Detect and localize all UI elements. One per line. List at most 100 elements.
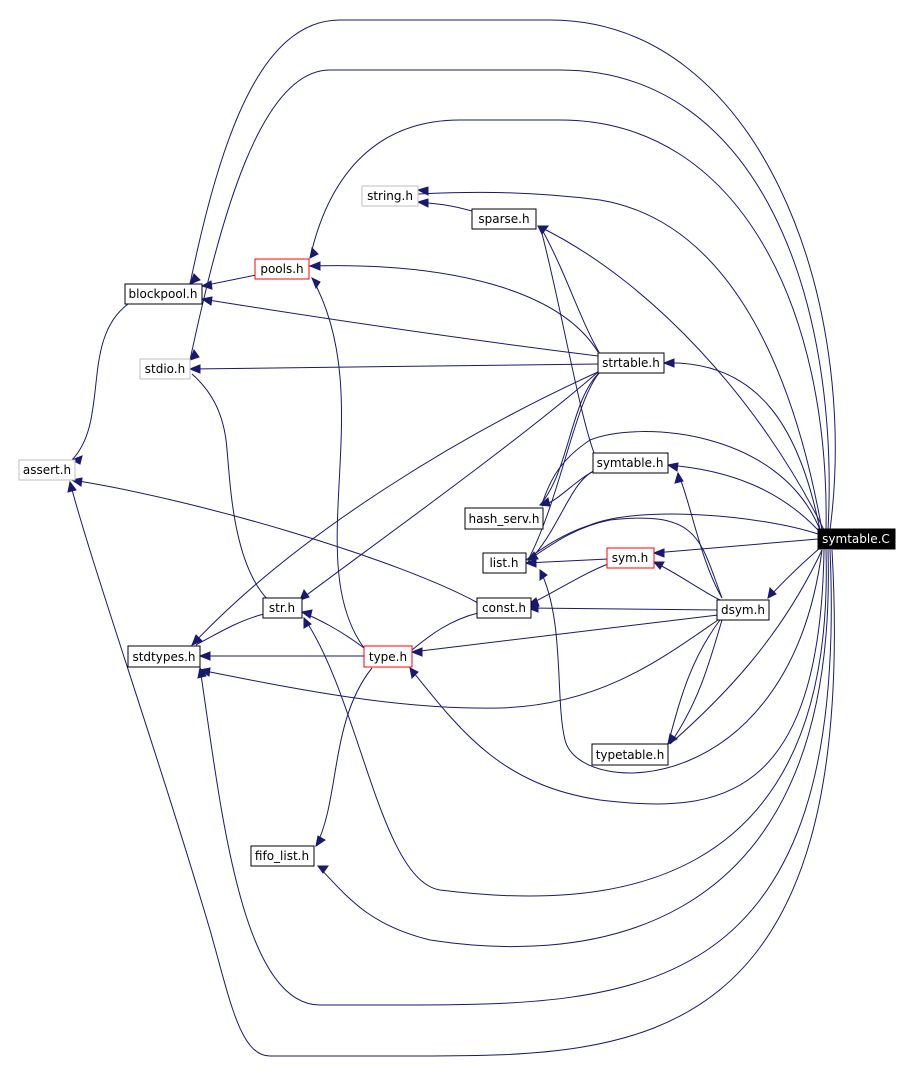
arrow-into-typetable-h [667,733,678,745]
edge-symtable-c-to-string-h [417,191,823,531]
node-sparse-h[interactable]: sparse.h [471,208,537,230]
edge-symtable-c-to-blockpool-h-outer [189,19,836,531]
arrow-into-stdio-h-top [189,348,200,361]
edge-typetable-h-to-dsym-h [669,619,723,745]
arrow-into-stdtypes-h-lower [198,667,211,677]
edge-symtable-c-to-type-h [409,549,825,805]
arrow-into-symtable-h [666,462,679,472]
arrow-into-stdtypes-h-top [191,634,203,646]
node-blockpool-h[interactable]: blockpool.h [124,283,203,305]
edge-symtable-c-to-fifo-list-h [317,549,829,948]
arrow-into-hash-serv-h [538,497,551,507]
node-symtable-c[interactable]: symtable.C [817,528,896,550]
node-fifo-list-h[interactable]: fifo_list.h [250,845,315,867]
arrow-into-pools-h-top [309,246,319,259]
edge-dsym-h-to-type-h [411,614,719,653]
arrow-into-stdtypes-h [198,651,211,661]
edge-strtable-h-to-stdio-h [189,363,599,370]
node-string-h[interactable]: string.h [361,185,419,207]
arrow-into-sparse-h [537,225,549,235]
node-label: const.h [482,601,526,615]
arrow-into-blockpool-h-top [189,273,201,285]
edge-symtable-h-to-list-h [527,469,597,563]
node-label: sym.h [612,551,648,565]
arrow-into-fifo-list-h-right [317,865,329,874]
edge-dsym-h-to-list-h-loop [527,517,723,599]
arrow-into-type-h-bottom [409,667,419,680]
edge-symtable-c-to-symtable-h [667,464,819,531]
edge-symtable-c-to-pools-h-loop [309,119,827,531]
edge-symtable-c-to-hash-serv-h [541,431,821,531]
edge-symtable-c-to-list-h-lower [539,549,823,774]
arrow-into-stdio-h-right [188,364,201,374]
edge-strtable-h-to-pools-h [309,265,599,353]
node-sym-h[interactable]: sym.h [606,547,655,569]
arrow-into-symtable-h-bottom [674,471,684,484]
edge-dsym-h-to-stdtypes-h [199,619,719,709]
node-typetable-h[interactable]: typetable.h [591,743,669,766]
edge-const-h-to-type-h [411,612,479,651]
node-hash-serv-h[interactable]: hash_serv.h [464,507,544,530]
arrow-into-strtable-h [662,358,675,368]
node-label: stdio.h [145,362,185,376]
arrow-into-dsym-h [767,586,777,599]
node-stdio-h[interactable]: stdio.h [139,358,191,380]
node-label: str.h [269,601,295,615]
node-label: sparse.h [478,212,529,226]
edge-dsym-h-to-typetable-h [667,619,721,745]
edge-symtable-c-to-stdtypes-h [199,549,832,1006]
node-label: fifo_list.h [255,849,309,863]
node-label: symtable.h [597,456,664,470]
node-str-h[interactable]: str.h [262,597,303,619]
node-pools-h[interactable]: pools.h [254,258,310,280]
node-assert-h[interactable]: assert.h [18,459,76,481]
arrow-into-pools-h-bottom [311,276,321,290]
node-label: dsym.h [721,603,765,617]
arrow-into-fifo-list-h [315,835,326,848]
node-label: string.h [367,189,413,203]
node-stdtypes-h[interactable]: stdtypes.h [127,645,201,668]
arrow-into-type-h [410,647,423,657]
node-label: pools.h [260,262,303,276]
edge-blockpool-h-to-assert-h [71,303,129,461]
arrow-into-list-h [524,558,537,568]
edge-symtable-h-to-sparse-h [539,225,597,459]
node-label: symtable.C [822,532,890,546]
node-symtable-h[interactable]: symtable.h [592,452,669,474]
node-label: assert.h [23,463,71,477]
edge-strtable-h-to-str-h [299,371,599,601]
nodes: symtable.C string.h sparse.h pools.h blo… [18,185,896,867]
edge-strtable-h-to-hash-serv-h [539,371,601,506]
node-type-h[interactable]: type.h [363,645,413,668]
node-label: list.h [489,556,518,570]
node-label: strtable.h [602,356,660,370]
edge-dsym-h-to-sym-h [653,561,721,601]
arrow-into-str-h-bottom [303,616,312,629]
arrow-into-assert-h-bottom [67,480,77,493]
edge-symtable-c-to-stdio-h-loop [189,69,830,531]
edge-symtable-h-to-hash-serv-h [541,469,597,507]
edge-symtable-c-to-strtable-h [663,362,821,531]
edge-symtable-c-to-sym-h [653,538,819,554]
edge-dsym-h-to-symtable-h [677,472,723,599]
edges [69,19,836,1057]
edge-symtable-c-to-sparse-h [537,225,825,531]
node-dsym-h[interactable]: dsym.h [716,599,770,621]
edge-strtable-h-to-sparse-h [539,225,601,355]
node-list-h[interactable]: list.h [482,552,527,574]
node-label: stdtypes.h [132,650,195,664]
node-strtable-h[interactable]: strtable.h [597,352,665,374]
node-label: typetable.h [596,748,665,762]
arrow-heads [67,186,777,874]
node-const-h[interactable]: const.h [476,597,532,619]
arrow-into-str-h [300,609,313,619]
node-label: hash_serv.h [469,512,540,526]
arrow-into-sym-h [652,548,665,558]
edge-symtable-c-to-list-h [525,513,819,561]
arrow-into-blockpool-h-lower [200,296,213,306]
edge-symtable-c-to-str-h [303,549,827,897]
edge-str-h-to-stdtypes-h [195,613,265,646]
edge-str-h-to-stdio-h [191,373,269,601]
arrow-into-string-h-2 [416,198,429,208]
